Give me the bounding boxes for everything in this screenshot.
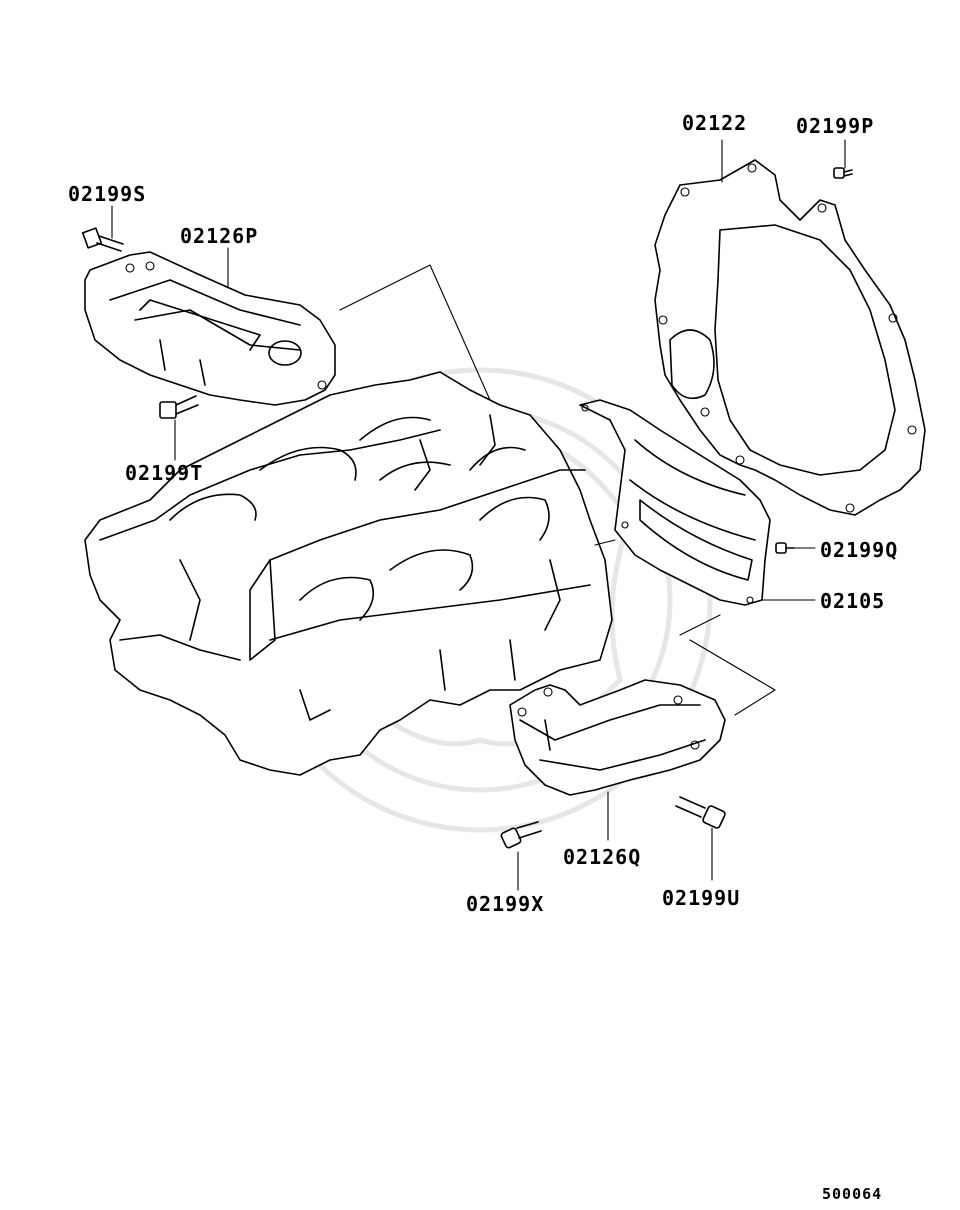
- bolt-02199U: [675, 796, 726, 829]
- label-02199U: 02199U: [662, 886, 740, 910]
- bolt-02199P: [833, 167, 853, 179]
- label-02122: 02122: [682, 111, 747, 135]
- label-02126P: 02126P: [180, 224, 258, 248]
- bolt-02199X: [500, 821, 542, 849]
- leader-lines: [111, 139, 846, 891]
- bolt-02199S: [81, 227, 124, 252]
- figure-code: 500064: [822, 1185, 882, 1203]
- label-02199S: 02199S: [68, 182, 146, 206]
- label-02199X: 02199X: [466, 892, 544, 916]
- label-02199T: 02199T: [125, 461, 203, 485]
- part-02126Q-bracket: [509, 679, 726, 796]
- part-02105-plate: [579, 399, 771, 606]
- part-02122-rear-plate: [654, 159, 926, 516]
- label-02126Q: 02126Q: [563, 845, 641, 869]
- bolt-02199T: [159, 395, 199, 419]
- bolt-02199Q: [775, 542, 795, 554]
- engine-block: [84, 264, 776, 776]
- label-02199P: 02199P: [796, 114, 874, 138]
- label-02105: 02105: [820, 589, 885, 613]
- part-02126P-bracket: [84, 251, 336, 406]
- label-02199Q: 02199Q: [820, 538, 898, 562]
